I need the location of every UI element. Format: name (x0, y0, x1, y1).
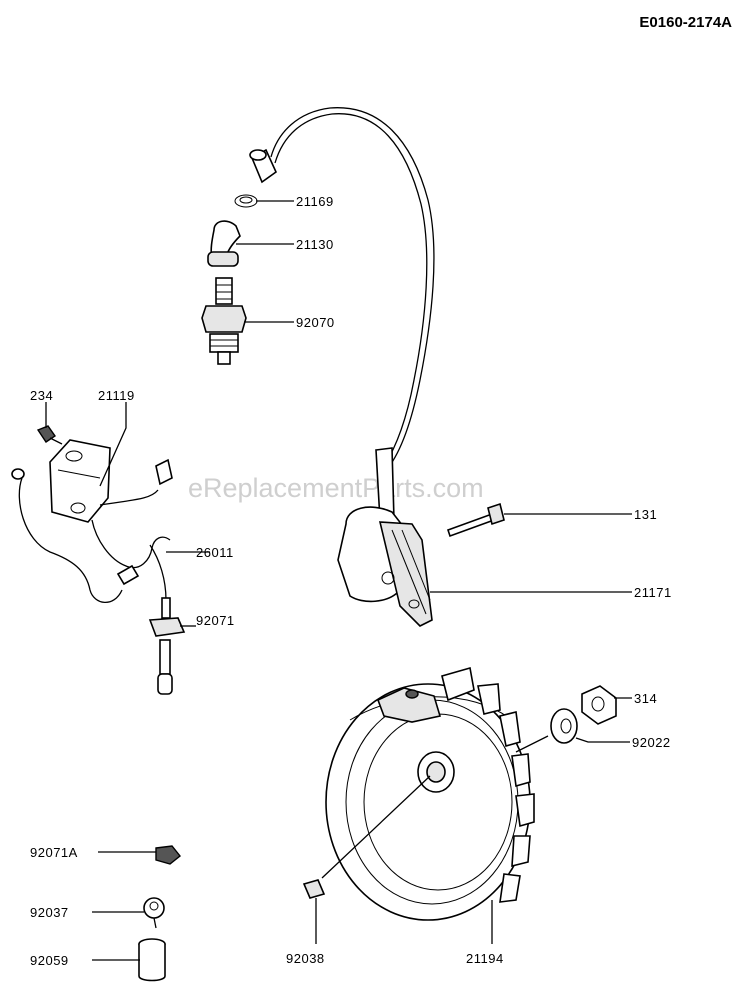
label-92037: 92037 (30, 905, 69, 920)
label-314: 314 (634, 691, 657, 706)
label-21169: 21169 (296, 194, 334, 209)
part-314-nut (581, 685, 617, 725)
label-92059: 92059 (30, 953, 69, 968)
label-234: 234 (30, 388, 53, 403)
label-21130: 21130 (296, 237, 334, 252)
label-92038: 92038 (286, 951, 325, 966)
part-92071-terminal (148, 597, 186, 695)
label-92071: 92071 (196, 613, 235, 628)
part-21169-spring (234, 194, 258, 208)
part-21130-plug-cap (207, 220, 241, 267)
label-21171: 21171 (634, 585, 672, 600)
part-92038-key (302, 879, 326, 899)
label-26011: 26011 (196, 545, 234, 560)
part-21194-flywheel (325, 666, 535, 921)
high-tension-lead (270, 107, 435, 469)
label-92070: 92070 (296, 315, 335, 330)
label-92022: 92022 (632, 735, 671, 750)
part-92022-washer (550, 708, 578, 744)
label-21194: 21194 (466, 951, 504, 966)
label-131: 131 (634, 507, 657, 522)
label-21119: 21119 (98, 388, 135, 403)
part-92070-spark-plug (201, 277, 247, 365)
part-21171-ignition-coil (337, 447, 433, 627)
watermark: eReplacementParts.com (188, 473, 484, 503)
part-92059-sleeve (138, 938, 166, 982)
part-21119-stop-switch (49, 439, 111, 523)
part-234-screw (36, 425, 63, 445)
part-labels: 21169 21130 92070 234 21119 26011 92071 … (30, 194, 672, 968)
part-131-bolt (446, 502, 505, 538)
part-92071A-cap (155, 845, 181, 865)
diagram-code: E0160-2174A (639, 14, 732, 31)
leader-lines (45, 200, 632, 961)
plug-cap-connector (249, 148, 278, 184)
label-92071a: 92071A (30, 845, 78, 860)
part-92037-clip (143, 897, 165, 929)
part-26011-wire-lead (11, 458, 173, 604)
